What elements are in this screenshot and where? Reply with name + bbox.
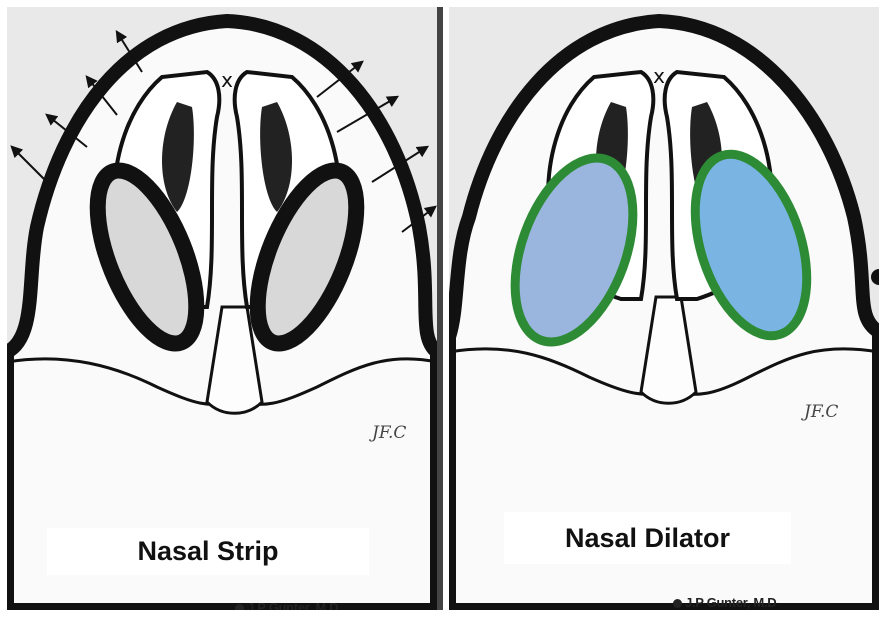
- credit-text: J.P Gunter, M.D: [247, 600, 338, 610]
- svg-text:x: x: [653, 64, 665, 88]
- nasal-dilator-label: Nasal Dilator: [504, 512, 791, 564]
- artist-signature: JF.C: [804, 402, 838, 422]
- svg-text:x: x: [221, 68, 233, 92]
- nose-illustration: x: [7, 7, 437, 610]
- credit-text: J.P Gunter, M.D: [685, 595, 776, 610]
- copyright-dot: [673, 599, 682, 608]
- copyright-dot: [235, 604, 244, 610]
- panel-divider: [437, 7, 443, 610]
- artist-signature: JF.C: [372, 423, 406, 443]
- nasal-dilator-panel: x Nasal Dilator J.P Gunter, M.D JF.C: [449, 7, 879, 610]
- pull-arrow: [12, 147, 52, 187]
- nasal-strip-label: Nasal Strip: [47, 528, 369, 575]
- author-credit: J.P Gunter, M.D: [673, 595, 776, 610]
- author-credit: J.P Gunter, M.D: [235, 600, 338, 610]
- nasal-strip-panel: x Nasal Strip J.P Gunter, M.D JF.C: [7, 7, 437, 610]
